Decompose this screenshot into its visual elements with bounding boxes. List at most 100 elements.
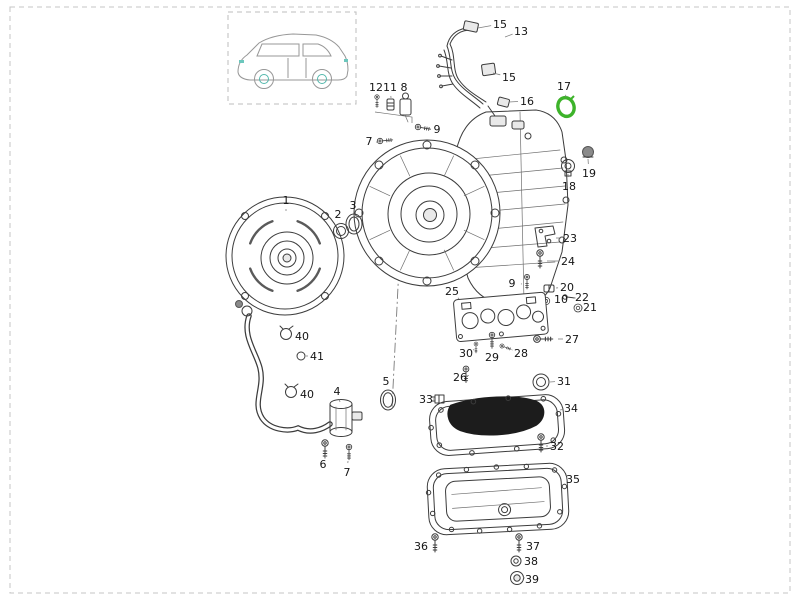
callout-32[interactable]: 32 (550, 440, 564, 453)
case-harness-lead (487, 105, 496, 117)
car-box-border (227, 11, 357, 105)
callout-6[interactable]: 6 (320, 458, 327, 471)
pump-4 (329, 399, 363, 437)
callout-22[interactable]: 22 (575, 291, 589, 304)
clip-33 (431, 394, 445, 404)
bolt-27 (533, 335, 554, 343)
bolt-37 (515, 533, 523, 553)
bolt-30 (473, 341, 479, 354)
callout-10[interactable]: 10 (554, 293, 568, 306)
leader-line-15 (492, 72, 501, 76)
bolt-24 (536, 249, 544, 269)
callout-36[interactable]: 36 (414, 540, 428, 553)
car-front-hub (259, 74, 269, 84)
callout-33[interactable]: 33 (419, 393, 433, 406)
callout-12[interactable]: 12 (369, 81, 383, 94)
callout-41[interactable]: 41 (310, 350, 324, 363)
bolt-7-upper (376, 136, 394, 145)
callout-39[interactable]: 39 (525, 573, 539, 586)
callout-27[interactable]: 27 (565, 333, 579, 346)
callout-26[interactable]: 26 (453, 371, 467, 384)
callout-7[interactable]: 7 (366, 135, 373, 148)
callout-3[interactable]: 3 (350, 199, 357, 212)
callout-37[interactable]: 37 (526, 540, 540, 553)
diagram-border (9, 6, 791, 594)
leader-line-25 (457, 297, 460, 300)
car-rear-hub (317, 74, 327, 84)
callout-7[interactable]: 7 (344, 466, 351, 479)
callout-5[interactable]: 5 (383, 375, 390, 388)
leader-line-16 (508, 101, 519, 103)
callout-24[interactable]: 24 (561, 255, 575, 268)
callout-17[interactable]: 17 (557, 80, 571, 93)
bell-housing-flange-lugs (354, 140, 500, 286)
case-top-connector (489, 115, 507, 127)
callout-11[interactable]: 11 (383, 81, 397, 94)
pan-ribs (451, 487, 545, 509)
harness-connector-mid (481, 62, 497, 77)
tube-cap (235, 300, 243, 308)
callout-15[interactable]: 15 (502, 71, 516, 84)
callout-20[interactable]: 20 (560, 281, 574, 294)
callout-40[interactable]: 40 (295, 330, 309, 343)
callout-1[interactable]: 1 (283, 194, 290, 207)
callout-40[interactable]: 40 (300, 388, 314, 401)
clamp-40-lower (284, 383, 299, 398)
solenoid-bracket (374, 111, 413, 123)
callout-16[interactable]: 16 (520, 95, 534, 108)
valve-11 (386, 98, 395, 111)
bell-housing (353, 139, 501, 287)
callout-21[interactable]: 21 (583, 301, 597, 314)
wiring-harness (436, 20, 510, 109)
leader-line-4 (338, 399, 341, 403)
leader-line-15 (477, 25, 492, 29)
seal-ring-17[interactable] (555, 95, 576, 119)
car-headlight (239, 60, 244, 63)
car-rear-window (302, 43, 332, 57)
washer-38 (510, 555, 522, 567)
drain-plug-boss (498, 503, 512, 517)
callout-35[interactable]: 35 (566, 473, 580, 486)
bell-housing-ribs (369, 155, 485, 271)
torque-converter (225, 196, 345, 316)
case-boss-2 (562, 196, 570, 204)
seal-31 (532, 373, 550, 391)
screw-12 (374, 94, 380, 108)
callout-15[interactable]: 15 (493, 18, 507, 31)
callout-28[interactable]: 28 (514, 347, 528, 360)
callout-25[interactable]: 25 (445, 285, 459, 298)
callout-38[interactable]: 38 (524, 555, 538, 568)
car-taillight (344, 59, 348, 62)
sleeve-20 (543, 284, 555, 293)
clamp-40-upper (279, 325, 294, 340)
callout-4[interactable]: 4 (334, 385, 341, 398)
leader-line-13 (504, 33, 513, 38)
callout-34[interactable]: 34 (564, 402, 578, 415)
callout-29[interactable]: 29 (485, 351, 499, 364)
bolt-36 (431, 533, 439, 553)
plug-18 (561, 159, 575, 177)
callout-9[interactable]: 9 (509, 277, 516, 290)
case-top-connector-2 (511, 120, 525, 130)
callout-31[interactable]: 31 (557, 375, 571, 388)
callout-8[interactable]: 8 (401, 81, 408, 94)
callout-13[interactable]: 13 (514, 25, 528, 38)
callout-30[interactable]: 30 (459, 347, 473, 360)
callout-18[interactable]: 18 (562, 180, 576, 193)
leader-line-6 (324, 455, 327, 459)
solenoid-8 (399, 92, 412, 123)
harness-connector-top (462, 20, 479, 33)
bolt-7-lower (345, 443, 353, 461)
harness-connector-16 (496, 96, 510, 108)
callout-23[interactable]: 23 (563, 232, 577, 245)
callout-19[interactable]: 19 (582, 167, 596, 180)
harness-frayed-leads (436, 53, 454, 89)
o-ring-5 (380, 389, 396, 411)
case-sensor (524, 132, 532, 140)
washer-21 (573, 303, 583, 313)
callout-9[interactable]: 9 (434, 123, 441, 136)
valve-body (453, 291, 549, 343)
callout-2[interactable]: 2 (335, 208, 342, 221)
